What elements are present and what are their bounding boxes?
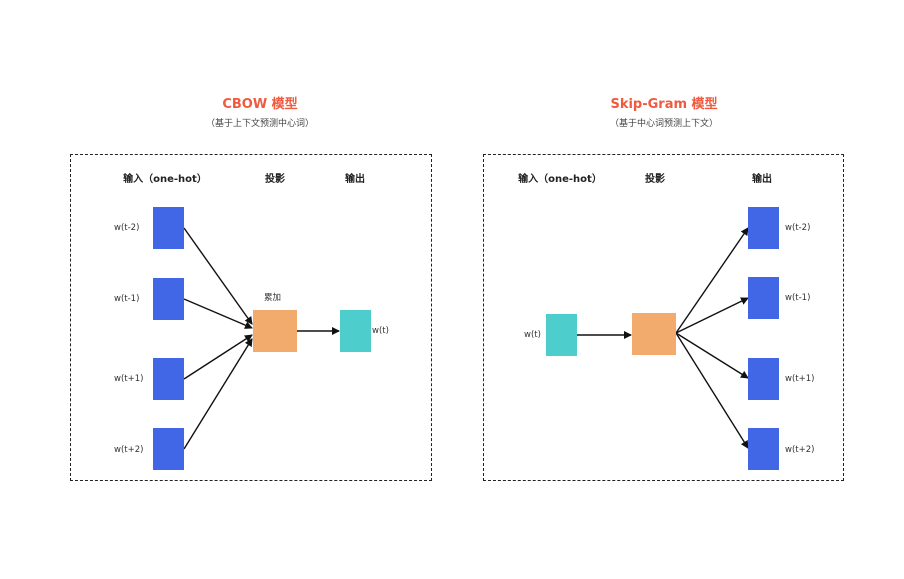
cbow-input-box-1 xyxy=(153,207,184,249)
cbow-arrow-3 xyxy=(183,334,253,380)
cbow-input-label-2: w(t-1) xyxy=(114,294,140,304)
cbow-input-label-1: w(t-2) xyxy=(114,223,140,233)
sg-output-box-2 xyxy=(748,277,779,319)
sg-panel xyxy=(483,154,844,481)
sg-output-box-1 xyxy=(748,207,779,249)
sg-output-label-4: w(t+2) xyxy=(785,445,815,455)
sg-title: Skip-Gram 模型 xyxy=(610,97,718,112)
sg-arrow-4 xyxy=(675,332,749,449)
sg-subtitle: （基于中心词预测上下文） xyxy=(609,119,718,129)
cbow-output-label: w(t) xyxy=(372,326,389,336)
sg-output-label-3: w(t+1) xyxy=(785,374,815,384)
sg-projection-box xyxy=(632,313,676,355)
sg-input-label: w(t) xyxy=(524,330,541,340)
cbow-input-box-2 xyxy=(153,278,184,320)
cbow-arrow-4 xyxy=(183,338,253,450)
cbow-input-label-3: w(t+1) xyxy=(114,374,144,384)
sg-output-box-4 xyxy=(748,428,779,470)
cbow-subtitle: （基于上下文预测中心词） xyxy=(205,119,314,129)
cbow-arrow-1 xyxy=(183,227,253,325)
sg-col-input: 输入（one-hot） xyxy=(518,174,602,185)
cbow-input-box-4 xyxy=(153,428,184,470)
sg-output-label-1: w(t-2) xyxy=(785,223,811,233)
cbow-output-box xyxy=(340,310,371,352)
cbow-input-box-3 xyxy=(153,358,184,400)
cbow-arrow-2 xyxy=(183,298,253,329)
cbow-panel xyxy=(70,154,432,481)
cbow-sum-label: 累加 xyxy=(264,293,282,303)
sg-arrow-2 xyxy=(675,297,749,334)
cbow-input-label-4: w(t+2) xyxy=(114,445,144,455)
sg-col-output: 输出 xyxy=(752,174,772,185)
cbow-title: CBOW 模型 xyxy=(222,97,298,112)
sg-col-projection: 投影 xyxy=(645,174,665,185)
sg-input-box xyxy=(546,314,577,356)
sg-output-label-2: w(t-1) xyxy=(785,293,811,303)
sg-output-box-3 xyxy=(748,358,779,400)
cbow-col-projection: 投影 xyxy=(265,174,285,185)
sg-arrow-1 xyxy=(675,227,749,334)
cbow-projection-box xyxy=(253,310,297,352)
cbow-col-output: 输出 xyxy=(345,174,365,185)
sg-arrow-3 xyxy=(675,332,749,379)
cbow-col-input: 输入（one-hot） xyxy=(123,174,207,185)
